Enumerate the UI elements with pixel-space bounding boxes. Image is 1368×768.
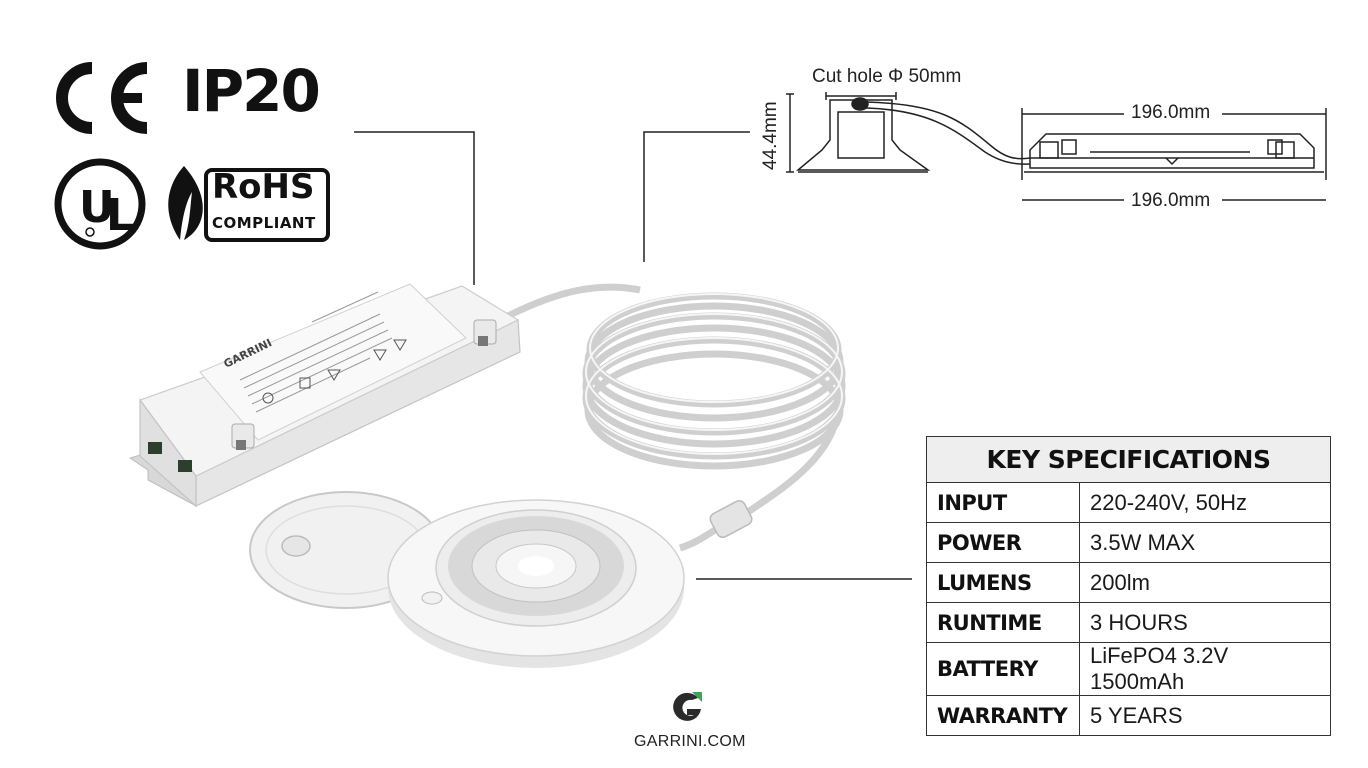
ip-rating: IP20 bbox=[182, 57, 321, 125]
coiled-cable-highlight bbox=[585, 293, 843, 455]
drawing-downlight-side bbox=[786, 92, 1031, 173]
rohs-badge bbox=[168, 166, 330, 242]
spec-key: POWER bbox=[926, 522, 1080, 563]
driver-length-bottom-dimension: 196.0mm bbox=[1128, 190, 1214, 212]
spec-key: RUNTIME bbox=[926, 602, 1080, 643]
height-dimension: 44.4mm bbox=[760, 101, 781, 170]
key-specifications-table: KEY SPECIFICATIONS INPUT 220-240V, 50Hz … bbox=[926, 436, 1331, 736]
svg-text:U: U bbox=[79, 182, 115, 233]
spec-key: LUMENS bbox=[926, 562, 1080, 603]
table-row: POWER 3.5W MAX bbox=[926, 522, 1331, 563]
spec-key: WARRANTY bbox=[926, 695, 1080, 736]
table-row: INPUT 220-240V, 50Hz bbox=[926, 482, 1331, 523]
spec-value: 200lm bbox=[1079, 562, 1331, 603]
spec-value: 220-240V, 50Hz bbox=[1079, 482, 1331, 523]
garrini-logo-icon bbox=[673, 692, 702, 721]
downlight-fitting bbox=[387, 499, 685, 668]
spec-key: INPUT bbox=[926, 482, 1080, 523]
leader-line-drawing bbox=[643, 131, 750, 262]
table-row: BATTERY LiFePO4 3.2V 1500mAh bbox=[926, 642, 1331, 696]
website-url: GARRINI.COM bbox=[634, 733, 746, 750]
ul-mark-logo: U L bbox=[54, 158, 146, 250]
table-row: WARRANTY 5 YEARS bbox=[926, 695, 1331, 736]
spec-value: 3 HOURS bbox=[1079, 602, 1331, 643]
spec-value: LiFePO4 3.2V 1500mAh bbox=[1079, 642, 1331, 696]
cable-connector bbox=[709, 499, 753, 539]
spec-value: 5 YEARS bbox=[1079, 695, 1331, 736]
table-row: RUNTIME 3 HOURS bbox=[926, 602, 1331, 643]
drawing-driver-side bbox=[1021, 108, 1327, 201]
leader-line-driver bbox=[354, 131, 475, 285]
ce-mark-logo bbox=[56, 62, 148, 134]
rohs-title: RoHS bbox=[212, 167, 315, 207]
spec-key: BATTERY bbox=[926, 642, 1080, 696]
cut-hole-dimension: Cut hole Φ 50mm bbox=[812, 66, 962, 87]
rohs-subtitle: COMPLIANT bbox=[212, 214, 316, 232]
spec-value: 3.5W MAX bbox=[1079, 522, 1331, 563]
driver-length-top-dimension: 196.0mm bbox=[1128, 102, 1214, 124]
specifications-title: KEY SPECIFICATIONS bbox=[926, 436, 1331, 483]
svg-text:L: L bbox=[106, 190, 134, 241]
led-driver-box: GARRINI bbox=[128, 283, 521, 508]
table-row: LUMENS 200lm bbox=[926, 562, 1331, 603]
